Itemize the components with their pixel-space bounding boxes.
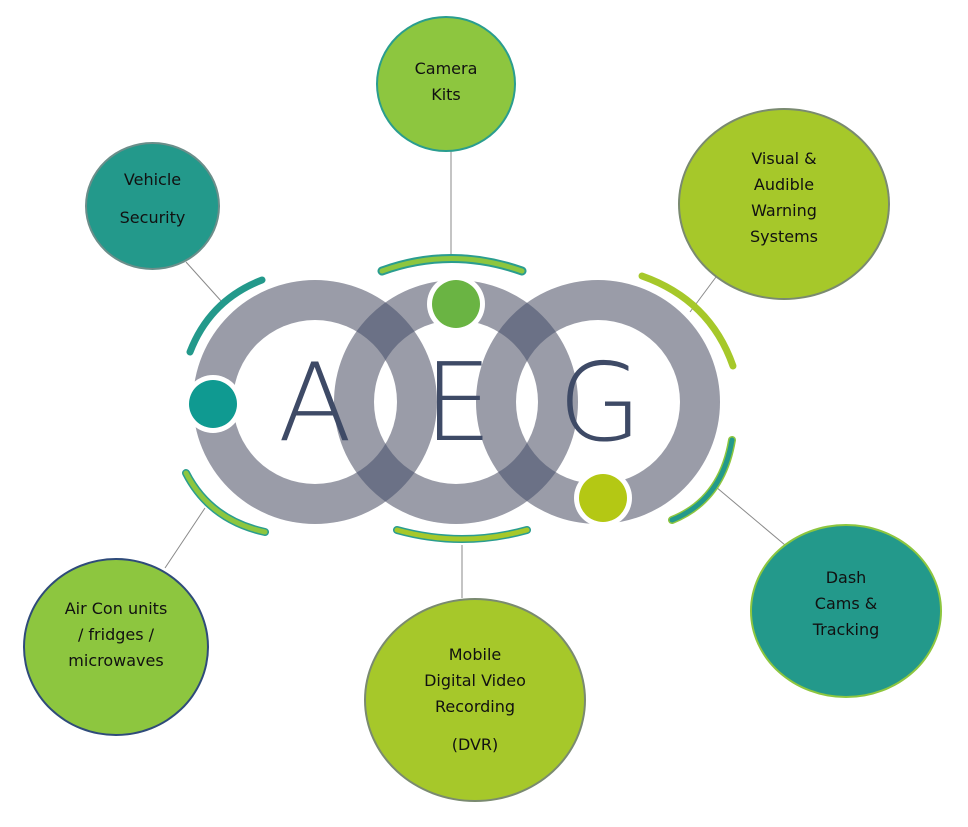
teal-dot bbox=[189, 380, 237, 428]
connector-air-con bbox=[164, 507, 206, 569]
logo-letters: A E G bbox=[278, 341, 642, 466]
logo-rings bbox=[193, 280, 720, 524]
connector-lines bbox=[164, 148, 786, 598]
node-label-line: Cams & bbox=[814, 594, 878, 613]
node-label-line: / fridges / bbox=[77, 625, 155, 644]
connector-vehicle-security bbox=[185, 261, 223, 303]
node-label-line: Warning bbox=[751, 201, 817, 220]
logo-letter-g: G bbox=[558, 341, 642, 466]
green-dot bbox=[432, 280, 480, 328]
node-air-con-units: Air Con units / fridges / microwaves bbox=[23, 558, 209, 736]
logo-letter-e: E bbox=[424, 341, 492, 466]
node-label-line: Systems bbox=[750, 227, 818, 246]
node-label-line: Air Con units bbox=[64, 599, 168, 618]
node-vehicle-security: Vehicle Security bbox=[85, 142, 220, 270]
node-label-line: Recording bbox=[434, 697, 516, 716]
node-dash-cams-tracking: Dash Cams & Tracking bbox=[750, 524, 942, 698]
node-label-line: Mobile bbox=[448, 645, 502, 664]
node-visual-audible-warning: Visual & Audible Warning Systems bbox=[678, 108, 890, 300]
node-label-line: Vehicle bbox=[123, 170, 182, 189]
arc-top-left bbox=[186, 276, 266, 356]
connector-dash-cams bbox=[715, 486, 786, 546]
node-label-line: Tracking bbox=[812, 620, 880, 639]
node-label-line: Digital Video bbox=[424, 671, 526, 690]
node-label-line: microwaves bbox=[68, 651, 164, 670]
node-label-line: Dash bbox=[825, 568, 867, 587]
node-label-line: Kits bbox=[431, 85, 461, 104]
node-mobile-dvr: Mobile Digital Video Recording (DVR) bbox=[364, 598, 586, 802]
arc-top-right bbox=[638, 272, 737, 370]
decorative-arcs bbox=[182, 254, 737, 543]
logo-letter-a: A bbox=[278, 341, 352, 466]
node-camera-kits: Camera Kits bbox=[376, 16, 516, 152]
node-label-line: Visual & bbox=[751, 149, 817, 168]
node-label-line: Audible bbox=[753, 175, 815, 194]
node-label-line: Camera bbox=[414, 59, 478, 78]
node-label-line: Security bbox=[119, 208, 186, 227]
node-label-line: (DVR) bbox=[451, 735, 499, 754]
logo-dots bbox=[184, 275, 632, 527]
lime-dot bbox=[579, 474, 627, 522]
